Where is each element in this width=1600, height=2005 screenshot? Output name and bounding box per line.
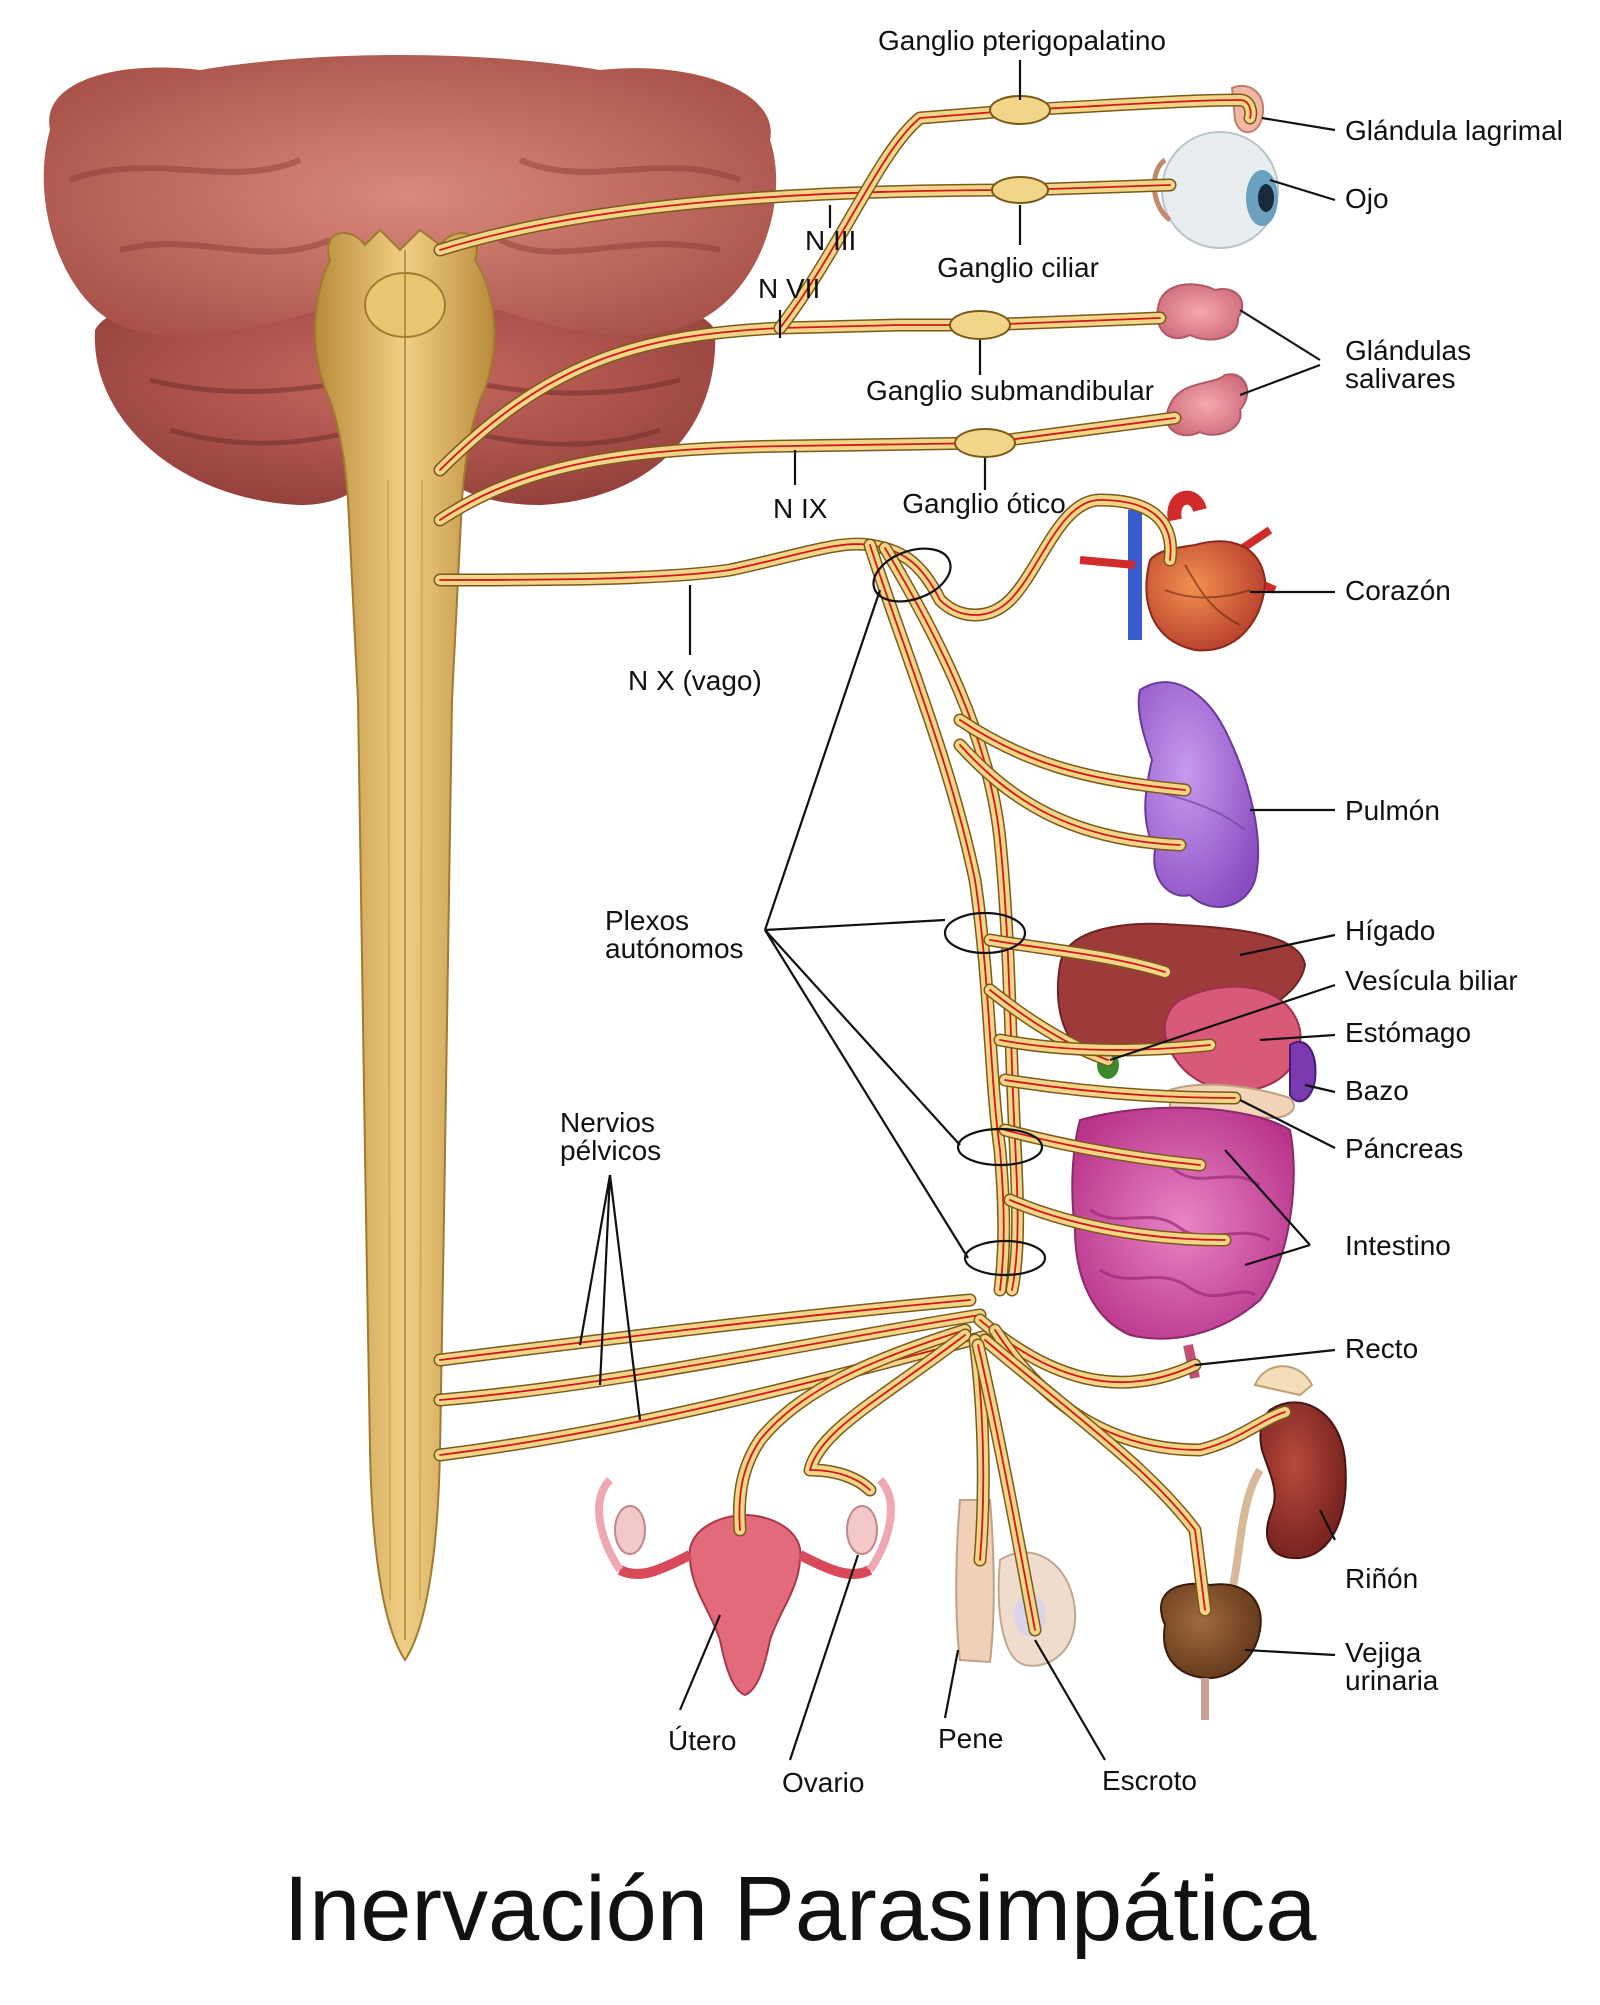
kidney	[1228, 1365, 1347, 1592]
vagus-trunk-a	[863, 538, 1011, 1297]
nerve-glossopharyngeal	[433, 411, 1182, 527]
label-scrotum: Escroto	[1102, 1765, 1197, 1796]
pelvic-uterus	[732, 1323, 972, 1537]
label-pelvic-1: Nervios	[560, 1107, 655, 1138]
vagus-lung-2	[953, 738, 1187, 852]
pelvic-nerve-1	[433, 1293, 977, 1367]
label-pancreas: Páncreas	[1345, 1133, 1463, 1164]
label-liver: Hígado	[1345, 915, 1435, 946]
label-kidney: Riñón	[1345, 1563, 1418, 1594]
cerebrum	[43, 55, 777, 336]
label-lacrimal-gland: Glándula lagrimal	[1345, 115, 1563, 146]
label-lung: Pulmón	[1345, 795, 1440, 826]
label-spleen: Bazo	[1345, 1075, 1409, 1106]
label-heart: Corazón	[1345, 575, 1451, 606]
vagus-pancreas	[998, 1073, 1242, 1105]
label-rectum: Recto	[1345, 1333, 1418, 1364]
spleen	[1289, 1040, 1317, 1103]
eye	[1151, 131, 1279, 249]
nerve-facial-branch	[773, 103, 1027, 335]
label-otic-ganglion: Ganglio ótico	[902, 488, 1065, 519]
nerve-lacrimal	[1013, 93, 1258, 125]
otic-ganglion	[954, 428, 1016, 458]
uterus	[595, 1477, 895, 1697]
pelvic-scrotum	[971, 1338, 1042, 1637]
nerve-oculomotor	[433, 178, 1177, 257]
pelvic-ovary	[803, 1328, 972, 1497]
label-uterus: Útero	[668, 1725, 736, 1756]
label-salivary-1: Glándulas	[1345, 335, 1471, 366]
label-pelvic-2: pélvicos	[560, 1135, 661, 1166]
pelvic-bladder	[978, 1333, 1212, 1617]
label-gallbladder: Vesícula biliar	[1345, 965, 1518, 996]
pelvic-nerve-2	[433, 1308, 987, 1407]
pelvic-nerve-3	[433, 1328, 997, 1462]
ovary	[614, 1505, 878, 1555]
vagus-intestine-2	[1003, 1193, 1232, 1247]
label-pterygopalatine-ganglion: Ganglio pterigopalatino	[878, 25, 1166, 56]
label-plexus-1: Plexos	[605, 905, 689, 936]
label-plexus-2: autónomos	[605, 933, 744, 964]
heart	[1079, 490, 1277, 652]
urinary-bladder	[1160, 1582, 1262, 1720]
pterygopalatine-ganglion	[989, 95, 1051, 125]
nerve-network	[433, 93, 1292, 1637]
page-title: Inervación Parasimpática	[284, 1858, 1318, 1960]
vagus-intestine-1	[998, 1123, 1207, 1172]
leader-lines	[578, 60, 1336, 1761]
label-n7: N VII	[758, 273, 820, 304]
spinal-cord	[314, 228, 496, 1662]
ganglia	[949, 95, 1051, 458]
label-penis: Pene	[938, 1723, 1003, 1754]
label-ovary: Ovario	[782, 1767, 864, 1798]
nerve-vagus	[433, 493, 1178, 622]
vagus-stomach	[993, 1033, 1217, 1057]
salivary-glands	[1156, 283, 1249, 437]
label-submandibular-ganglion: Ganglio submandibular	[866, 375, 1154, 406]
label-salivary-2: salivares	[1345, 363, 1455, 394]
label-n9: N IX	[773, 493, 828, 524]
label-stomach: Estómago	[1345, 1017, 1471, 1048]
label-bladder-1: Vejiga	[1345, 1637, 1422, 1668]
submandibular-ganglion	[949, 310, 1011, 340]
labels: Ganglio pterigopalatino Glándula lagrima…	[284, 25, 1563, 1960]
label-bladder-2: urinaria	[1345, 1665, 1439, 1696]
label-n10: N X (vago)	[628, 665, 762, 696]
ciliary-ganglion	[991, 176, 1049, 204]
label-intestine: Intestino	[1345, 1230, 1451, 1261]
vagus-liver	[983, 933, 1172, 979]
lung	[1137, 681, 1260, 908]
label-ciliary-ganglion: Ganglio ciliar	[937, 252, 1099, 283]
vagus-lung-1	[953, 713, 1192, 797]
autonomic-plexus-rings	[872, 547, 1047, 1277]
label-n3: N III	[805, 225, 856, 256]
label-eye: Ojo	[1345, 183, 1389, 214]
